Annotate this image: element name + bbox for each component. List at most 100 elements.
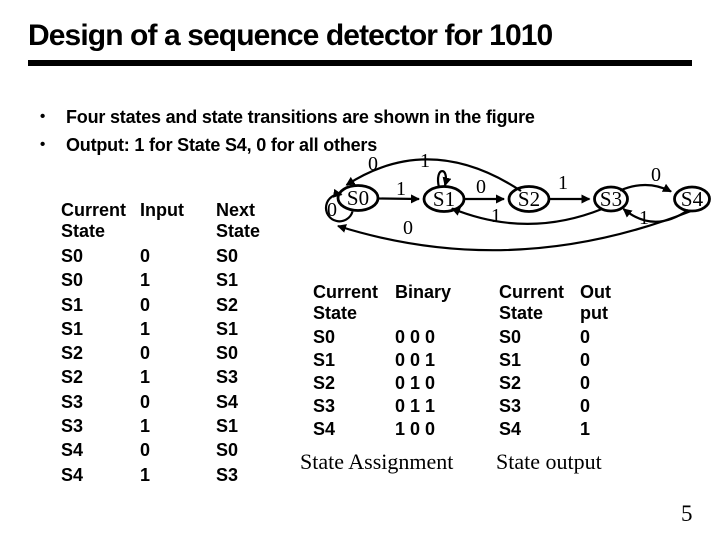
transition-label-s1-s2: 0: [476, 176, 486, 198]
state-node-s1: [422, 185, 466, 213]
state-label-s2: S2: [518, 187, 540, 211]
table-cell: S0: [216, 246, 239, 266]
table-cell: S1: [313, 350, 336, 370]
edge-s3-s1: [451, 207, 603, 225]
bullet-dot-icon: •: [40, 136, 46, 153]
table-cell: 0: [580, 327, 591, 347]
header-line: State: [216, 221, 261, 241]
header-line: Binary: [395, 282, 452, 302]
table-cell: 1 0 0: [395, 419, 436, 439]
table-cell: S1: [216, 270, 239, 291]
table-cell: S3: [216, 367, 239, 388]
column-header-binary: Binary: [395, 282, 451, 324]
edge-s4-s0: [337, 209, 692, 252]
caption-state-output: State output: [496, 449, 602, 474]
table-cell: 0: [140, 391, 151, 412]
bullet-text: Four states and state transitions are sh…: [66, 107, 535, 127]
header-line: State: [313, 303, 358, 323]
table-cell: 0: [580, 396, 591, 416]
transition-label-s1-s1: 1: [420, 150, 430, 172]
table-cell: 0: [140, 294, 151, 315]
bullet-item: • Four states and state transitions are …: [40, 103, 535, 131]
table-cell: 0: [140, 246, 151, 266]
table-cell: S2: [216, 294, 239, 315]
table-cell: S2: [313, 373, 336, 393]
header-line: Current: [313, 282, 379, 302]
column-header-current-state: Current State: [499, 282, 580, 324]
table-cell: S1: [216, 416, 239, 437]
column-header-input: Input: [140, 200, 216, 242]
table-cell: S1: [61, 318, 84, 339]
edge-s0-s1: [377, 194, 420, 204]
bullet-dot-icon: •: [40, 108, 46, 125]
table-cell: 0: [580, 373, 591, 393]
state-label-s0: S0: [347, 186, 369, 210]
table-cell: 0: [580, 350, 591, 370]
edge-s2-s0: [345, 158, 522, 192]
header-line: put: [580, 303, 608, 323]
table-cell: S4: [313, 419, 336, 439]
state-label-s4: S4: [681, 187, 704, 211]
state-node-s4: [673, 185, 711, 213]
table-cell: 0: [140, 343, 151, 364]
table-cell: S3: [499, 396, 522, 416]
transition-label-s3-s1: 1: [491, 205, 501, 227]
table-cell: S3: [216, 464, 239, 485]
bullet-list: • Four states and state transitions are …: [40, 103, 535, 159]
bullet-item: • Output: 1 for State S4, 0 for all othe…: [40, 131, 535, 159]
state-diagram: S0 S1 S2 S3 S4 0 1 1 0 0 1 0 1 1 0: [324, 150, 711, 252]
edge-s0-self-loop: [324, 188, 354, 223]
table-cell: S1: [61, 294, 84, 315]
column-header-output: Out put: [580, 282, 611, 324]
transition-label-s4-s3: 1: [639, 207, 649, 229]
state-node-s0: [336, 184, 380, 212]
transition-label-s2-s3: 1: [558, 172, 568, 194]
table-cell: S3: [61, 391, 84, 412]
title-underline: [28, 60, 692, 66]
header-line: Input: [140, 200, 184, 220]
table-cell: S3: [61, 416, 84, 437]
header-line: Next: [216, 200, 256, 220]
state-label-s3: S3: [600, 187, 622, 211]
transition-label-s3-s4: 0: [651, 164, 661, 186]
table-cell: S4: [499, 419, 522, 439]
header-line: Out: [580, 282, 611, 302]
table-cell: S2: [61, 343, 84, 364]
edge-s1-self-loop: [436, 170, 452, 188]
state-node-s2: [507, 185, 551, 213]
table-cell: 1: [140, 270, 151, 291]
column-header-current-state: Current State: [61, 200, 140, 242]
edge-s3-s4: [619, 183, 672, 193]
page-number: 5: [681, 501, 693, 526]
table-cell: 0 1 0: [395, 373, 436, 393]
column-header-current-state: Current State: [313, 282, 395, 324]
header-line: Current: [61, 200, 127, 220]
table-cell: S0: [216, 440, 239, 461]
table-cell: S3: [313, 396, 336, 416]
table-cell: S0: [216, 343, 239, 364]
transition-label-s0-s1: 1: [396, 178, 406, 200]
table-cell: 0 0 0: [395, 327, 436, 347]
header-line: State: [61, 221, 106, 241]
table-cell: S0: [313, 327, 336, 347]
table-cell: S1: [216, 318, 239, 339]
state-node-s3: [593, 185, 629, 213]
table-cell: 0 0 1: [395, 350, 436, 370]
table-cell: 1: [140, 464, 151, 485]
table-cell: S4: [61, 464, 84, 485]
table-cell: 1: [580, 419, 591, 439]
table-cell: 1: [140, 318, 151, 339]
state-assignment-table: Current State Binary S0 0 0 0 S1 0 0 1 S2 0…: [313, 282, 451, 441]
table-cell: 1: [140, 367, 151, 388]
transition-label-s0-s0: 0: [327, 199, 337, 221]
column-header-next-state: Next State: [216, 200, 260, 242]
table-cell: S0: [61, 246, 84, 266]
bullet-text: Output: 1 for State S4, 0 for all others: [66, 135, 378, 155]
table-cell: S0: [61, 270, 84, 291]
table-cell: S2: [499, 373, 522, 393]
